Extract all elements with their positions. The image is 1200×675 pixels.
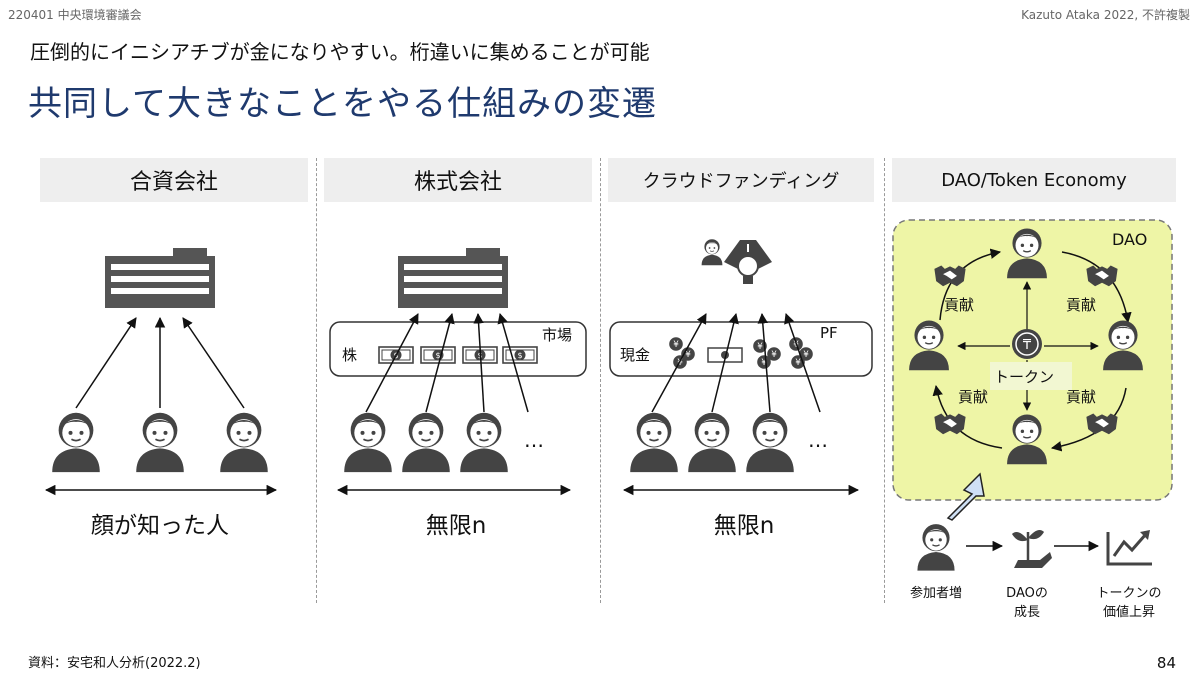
person-icon xyxy=(459,411,509,474)
person-icon xyxy=(219,411,269,474)
person-icon xyxy=(916,523,956,572)
page-title: 共同して大きなことをやる仕組みの変遷 xyxy=(28,84,657,124)
investment-arrow xyxy=(425,312,455,413)
yen-coin-icon xyxy=(757,355,771,369)
investment-arrow xyxy=(75,317,137,409)
ellipsis: … xyxy=(808,428,828,452)
investment-arrow xyxy=(473,312,485,413)
stock-label: 株 xyxy=(342,346,358,364)
building-icon xyxy=(398,248,508,308)
heading-stock-company: 株式会社 xyxy=(324,158,592,202)
funding-arrow xyxy=(757,312,771,413)
flow-participants: 参加者増 xyxy=(909,586,962,601)
person-icon xyxy=(135,411,185,474)
contribution-label: 貢献 xyxy=(1066,388,1097,406)
document-id: 220401 中央環境審議会 xyxy=(8,8,142,22)
dao-label: DAO xyxy=(1112,230,1148,249)
person-icon xyxy=(343,411,393,474)
flow-token-value: トークンの 価値上昇 xyxy=(1096,586,1162,620)
yen-coin-icon xyxy=(669,337,683,351)
token-label: トークン xyxy=(994,368,1055,386)
column-separator xyxy=(316,158,317,603)
investment-arrow xyxy=(497,312,529,413)
person-icon xyxy=(401,411,451,474)
dollar-bill-icon xyxy=(502,346,538,364)
contribution-label: 貢献 xyxy=(1066,296,1097,314)
flow-dao-growth: DAOの 成長 xyxy=(1006,586,1048,620)
platform-label: PF xyxy=(820,324,838,342)
heading-crowdfunding: クラウドファンディング xyxy=(608,158,874,202)
caption-known-people: 顔が知った人 xyxy=(91,513,229,539)
heading-limited-partnership: 合資会社 xyxy=(40,158,308,202)
heading-dao: DAO/Token Economy xyxy=(892,158,1176,202)
contribution-label: 貢献 xyxy=(944,296,975,314)
caption-unlimited: 無限n xyxy=(713,513,775,539)
dollar-bill-icon xyxy=(420,346,456,364)
market-label: 市場 xyxy=(542,326,573,344)
caption-unlimited: 無限n xyxy=(425,513,487,539)
growth-input-arrow xyxy=(946,472,985,521)
source-note: 資料：安宅和人分析(2022.2) xyxy=(28,656,201,671)
contribution-label: 貢献 xyxy=(958,388,989,406)
copyright-credit: Kazuto Ataka 2022, 不許複製 xyxy=(1021,8,1190,22)
column-separator xyxy=(600,158,601,603)
token-coin-icon: ₸ xyxy=(1012,329,1042,359)
person-icon xyxy=(629,411,679,474)
funding-arrow xyxy=(651,313,707,413)
ellipsis: … xyxy=(524,428,544,452)
person-icon xyxy=(687,411,737,474)
subtitle: 圧倒的にイニシアチブが金になりやすい。桁違いに集めることが可能 xyxy=(30,40,650,64)
lightbulb-idea-icon xyxy=(701,238,772,284)
investment-arrow xyxy=(365,313,419,413)
person-icon xyxy=(745,411,795,474)
growth-chart-icon xyxy=(1106,530,1152,566)
page-number: 84 xyxy=(1156,654,1176,672)
plant-hand-icon xyxy=(1012,530,1052,568)
cash-label: 現金 xyxy=(620,346,651,364)
person-icon xyxy=(51,411,101,474)
svg-text:₸: ₸ xyxy=(1023,338,1032,353)
building-icon xyxy=(105,248,215,308)
column-separator xyxy=(884,158,885,603)
funding-arrow xyxy=(784,313,821,413)
token-label-bg xyxy=(990,362,1072,390)
investment-arrow xyxy=(182,317,245,409)
funding-arrow xyxy=(711,312,739,413)
